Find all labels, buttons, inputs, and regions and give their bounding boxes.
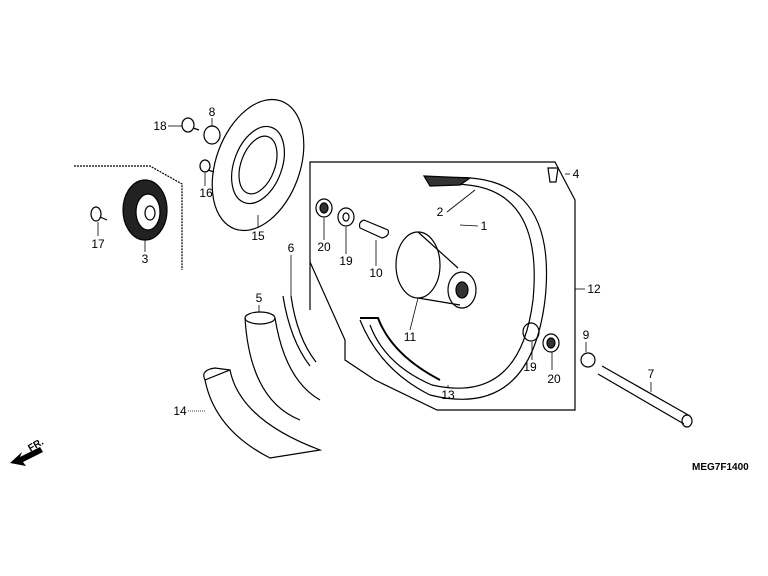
spacer-10 [358, 219, 389, 239]
callout-18: 18 [153, 119, 167, 133]
callout-7: 7 [647, 367, 655, 381]
tube-5 [244, 311, 321, 421]
callout-8: 8 [208, 105, 216, 119]
callout-15: 15 [251, 229, 265, 243]
callout-1: 1 [480, 219, 488, 233]
wheel-assembly-outline [309, 161, 576, 411]
valve-cap-4 [547, 167, 559, 183]
callout-12: 12 [587, 282, 601, 296]
bolt-17 [90, 206, 108, 222]
rim-band-6 [282, 295, 317, 367]
callout-2: 2 [436, 205, 444, 219]
seal-19-left [337, 207, 355, 227]
callout-10: 10 [369, 266, 383, 280]
callout-17: 17 [91, 237, 105, 251]
callout-20-right: 20 [547, 372, 561, 386]
brake-disc-15 [211, 98, 305, 232]
callout-13: 13 [441, 388, 455, 402]
wheel-hub-11 [395, 231, 477, 309]
bolt-16 [199, 159, 215, 173]
callout-16: 16 [199, 186, 213, 200]
callout-14: 14 [173, 404, 187, 418]
callout-3: 3 [141, 252, 149, 266]
bearing-20-left [315, 198, 333, 218]
callout-6: 6 [287, 241, 295, 255]
callout-5: 5 [255, 291, 263, 305]
front-arrow-icon [10, 447, 43, 466]
callout-11: 11 [403, 330, 417, 344]
wheel-rim-13 [359, 175, 548, 400]
callout-20-left: 20 [317, 240, 331, 254]
tire-14 [203, 367, 323, 459]
diagram-code: MEG7F1400 [692, 462, 749, 473]
bearing-20-right [542, 333, 560, 353]
axle-7 [597, 365, 693, 428]
callout-19-left: 19 [339, 254, 353, 268]
callout-9: 9 [582, 328, 590, 342]
callout-4: 4 [572, 167, 580, 181]
hub-flange-3 [122, 179, 168, 241]
collar-8 [203, 125, 221, 145]
seal-19-right [522, 322, 540, 342]
callout-19-right: 19 [523, 360, 537, 374]
collar-9 [580, 352, 596, 368]
bolt-18 [181, 117, 200, 133]
